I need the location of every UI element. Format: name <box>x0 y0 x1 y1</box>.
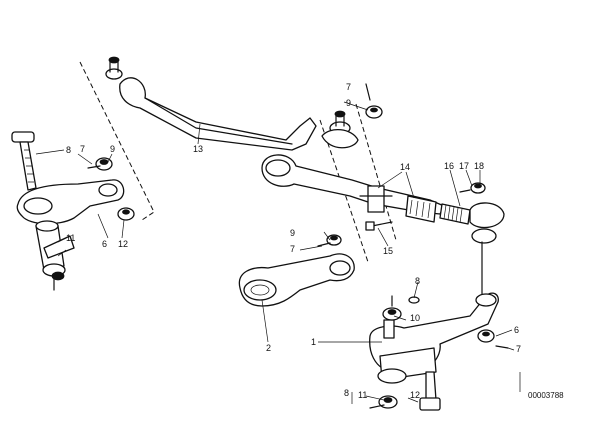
callout-11-bottom: 11 <box>358 390 367 400</box>
callout-6-left: 6 <box>102 239 107 249</box>
callout-15: 15 <box>383 246 393 256</box>
callout-13: 13 <box>193 144 203 154</box>
callout-12-bottom: 12 <box>410 390 420 400</box>
callout-7-left: 7 <box>80 144 85 154</box>
callout-14: 14 <box>400 162 410 172</box>
callout-18: 18 <box>474 161 484 171</box>
right-tie-rod <box>261 154 505 301</box>
diagram-code: 00003788 <box>528 391 564 400</box>
center-track-rod <box>105 56 359 151</box>
callout-10: 10 <box>410 313 420 323</box>
left-idler-arm <box>11 131 135 291</box>
leader-lines <box>35 101 521 404</box>
callout-8-right: 8 <box>415 276 420 286</box>
callout-7-mid: 7 <box>290 244 295 254</box>
callout-7-right: 7 <box>516 344 521 354</box>
callout-9-top: 9 <box>346 98 351 108</box>
callout-6-right: 6 <box>514 325 519 335</box>
callout-1: 1 <box>311 337 316 347</box>
callout-8-left: 8 <box>66 145 71 155</box>
callout-2: 2 <box>266 343 271 353</box>
callout-7-top: 7 <box>346 82 351 92</box>
top-right-nut-pin <box>365 83 383 119</box>
dashed-group-left <box>79 61 155 221</box>
pitman-arm <box>238 234 355 307</box>
callout-12-left: 12 <box>118 239 128 249</box>
callout-8-bottom: 8 <box>344 388 349 398</box>
callout-9-left: 9 <box>110 144 115 154</box>
callout-16: 16 <box>444 161 454 171</box>
callout-9-mid: 9 <box>290 228 295 238</box>
lower-steering-arm <box>369 292 509 411</box>
callout-11-left: 11 <box>66 233 75 243</box>
callout-17: 17 <box>459 161 469 171</box>
callout-labels: 8 7 9 6 12 11 10 13 7 9 14 16 17 18 15 9… <box>66 82 521 400</box>
